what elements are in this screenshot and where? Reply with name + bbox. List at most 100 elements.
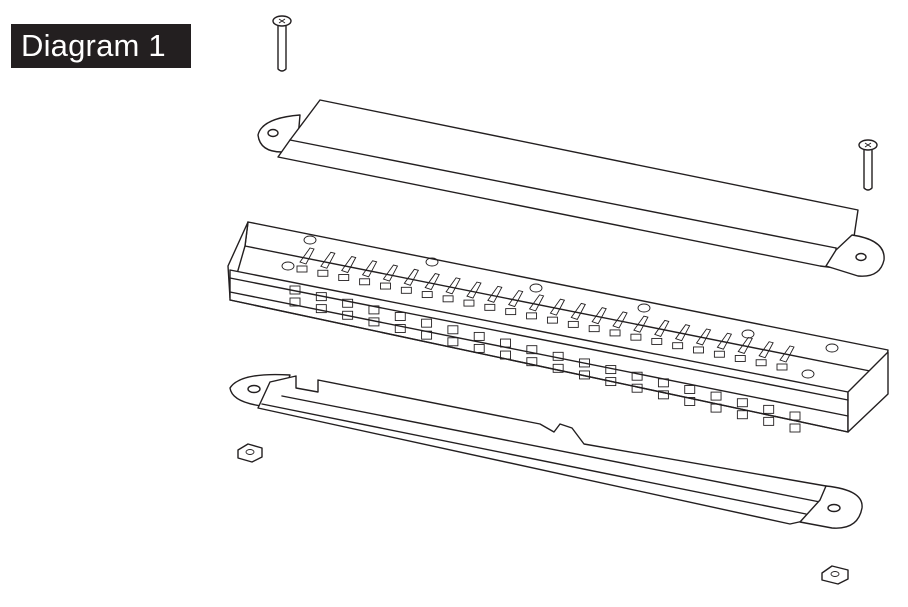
reed-slot xyxy=(424,273,440,291)
top-cover-plate xyxy=(257,99,885,277)
reed-slot xyxy=(716,332,733,350)
channel-opening xyxy=(289,297,301,307)
reed-rivet-pad xyxy=(380,282,391,290)
channel-opening xyxy=(421,318,433,328)
nut-right xyxy=(821,565,849,585)
reed-slot xyxy=(361,260,378,278)
reed-slot xyxy=(528,294,545,312)
rivet-head xyxy=(825,343,839,353)
channel-opening xyxy=(526,345,538,355)
channel-opening xyxy=(657,378,669,388)
reed-rivet-pad xyxy=(505,308,517,316)
reed-rivet-pad xyxy=(338,274,350,281)
channel-opening xyxy=(342,310,354,320)
reed-rivet-pad xyxy=(755,359,767,367)
bottom-cover-plate xyxy=(229,373,863,529)
channel-opening xyxy=(473,343,485,353)
reed-rivet-pad xyxy=(734,355,746,362)
channel-opening xyxy=(368,317,380,327)
reed-slot xyxy=(591,307,607,325)
reed-slot xyxy=(549,298,566,316)
channel-opening xyxy=(500,350,511,360)
reed-slot xyxy=(320,251,336,269)
reed-rivet-pad xyxy=(484,303,496,311)
screw-right xyxy=(858,139,878,191)
reed-rivet-pad xyxy=(317,269,329,277)
channel-opening xyxy=(605,377,617,387)
channel-opening xyxy=(684,385,696,394)
reed-slot xyxy=(695,328,712,346)
reed-rivet-pad xyxy=(526,312,538,320)
reed-rivet-pad xyxy=(296,265,308,273)
channel-opening xyxy=(657,390,669,400)
reed-slot xyxy=(445,277,461,295)
reed-rivet-pad xyxy=(463,299,475,307)
rivet-head xyxy=(303,235,317,245)
reed-slot xyxy=(507,290,524,308)
reed-slots xyxy=(296,247,795,371)
channel-opening xyxy=(394,324,406,333)
channel-opening xyxy=(579,358,590,368)
channel-opening xyxy=(763,416,775,426)
rivet-head xyxy=(529,283,543,293)
reed-rivet-pad xyxy=(567,320,579,328)
reed-slot xyxy=(654,319,670,337)
channel-opening xyxy=(605,365,617,375)
channel-opening xyxy=(710,391,722,401)
channel-opening xyxy=(315,304,327,314)
channel-opening xyxy=(552,351,564,361)
reed-rivet-pad xyxy=(672,342,684,350)
channel-opening xyxy=(447,337,459,347)
reed-rivet-pad xyxy=(588,325,600,333)
reed-rivet-pad xyxy=(776,363,788,371)
reed-slot xyxy=(737,336,753,355)
reed-slot xyxy=(779,345,795,363)
reed-rivet-pad xyxy=(359,278,371,286)
reed-slot xyxy=(612,311,628,329)
channel-opening xyxy=(736,410,748,420)
channel-opening xyxy=(631,383,643,393)
reed-rivet-pad xyxy=(651,337,663,345)
diagram-label: Diagram 1 xyxy=(11,24,191,68)
reed-rivet-pad xyxy=(421,291,433,299)
channel-opening xyxy=(736,398,748,408)
channel-opening xyxy=(289,285,301,295)
reed-rivet-pad xyxy=(442,295,454,303)
reed-slot xyxy=(466,281,482,299)
reed-rivet-pad xyxy=(630,333,642,341)
channel-openings xyxy=(289,285,801,433)
channel-opening xyxy=(447,325,459,335)
reed-slot xyxy=(299,247,315,265)
reed-slot xyxy=(674,324,691,342)
channel-opening xyxy=(763,404,775,414)
reed-rivet-pad xyxy=(713,350,725,358)
channel-opening xyxy=(579,370,590,380)
rivet-heads xyxy=(281,235,839,379)
rivet-head xyxy=(741,329,755,339)
reed-rivet-pad xyxy=(546,316,558,324)
channel-opening xyxy=(631,371,643,381)
rivet-head xyxy=(425,257,439,267)
reed-rivet-pad xyxy=(400,286,412,294)
channel-opening xyxy=(552,363,564,373)
channel-opening xyxy=(421,330,433,340)
reed-rivet-pad xyxy=(693,346,704,354)
rivet-head xyxy=(637,303,651,313)
rivet-head xyxy=(281,261,295,271)
reed-slot xyxy=(570,302,586,320)
channel-opening xyxy=(473,331,485,341)
channel-opening xyxy=(368,305,380,315)
channel-opening xyxy=(526,357,538,367)
reed-slot xyxy=(341,256,357,274)
channel-opening xyxy=(684,397,696,406)
reed-rivet-pad xyxy=(609,329,621,337)
channel-opening xyxy=(789,411,801,421)
channel-opening xyxy=(394,312,406,321)
rivet-head xyxy=(801,369,815,379)
comb-assembly xyxy=(227,221,889,433)
channel-opening xyxy=(342,298,354,308)
reed-slot xyxy=(633,315,649,333)
screw-top-left xyxy=(272,15,292,72)
channel-opening xyxy=(710,403,722,413)
